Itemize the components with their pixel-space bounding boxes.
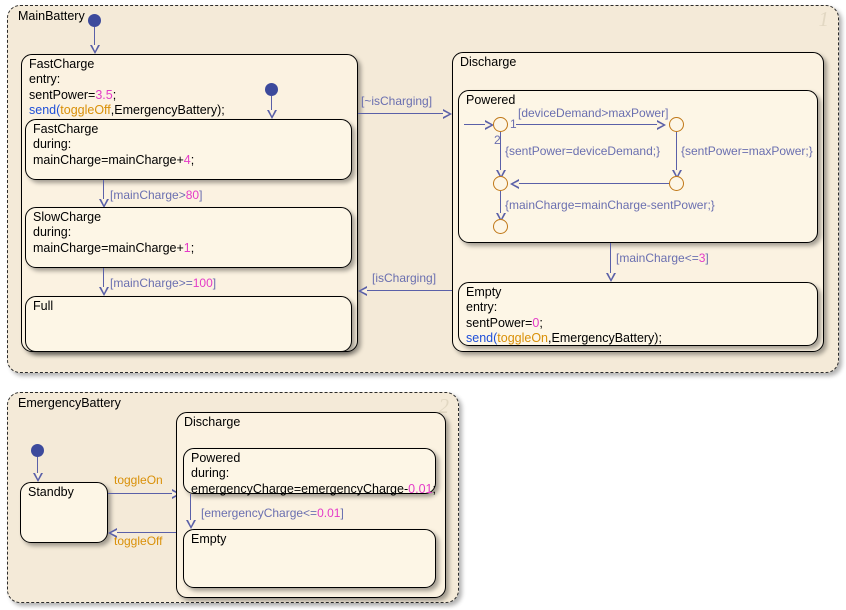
transition-arrow-powered-to-empty-emergency <box>186 520 196 529</box>
state-slowcharge[interactable]: SlowCharge during: mainCharge=mainCharge… <box>25 207 352 268</box>
transition-arrow-slow-to-full <box>99 287 109 296</box>
chart-title-mainbattery: MainBattery <box>18 9 85 23</box>
default-transition-dot-standby <box>31 444 44 457</box>
transition-label-charge-to-discharge: [~isCharging] <box>361 94 433 108</box>
state-label-slowcharge: SlowCharge <box>33 210 102 224</box>
transition-arrow-fast-to-slow <box>99 199 109 208</box>
flow-arrow-j4-to-j3 <box>510 179 519 189</box>
chart-number-mainbattery: 1 <box>818 7 830 31</box>
flow-arrow-j1-to-j2 <box>657 120 666 130</box>
flow-arrow-j3-to-j5 <box>496 213 506 222</box>
junction-order-1: 1 <box>510 117 517 131</box>
transition-label-discharge-to-standby: toggleOff <box>114 534 163 548</box>
transition-arrow-discharge-to-charge <box>358 286 367 296</box>
transition-line-powered-to-empty-emergency <box>190 494 192 520</box>
flow-arrow-entry-to-j1 <box>485 120 494 130</box>
transition-line-standby-to-discharge <box>108 493 174 495</box>
junction-4[interactable] <box>669 176 684 191</box>
transition-arrow-discharge-to-standby <box>108 528 117 538</box>
state-body-powered-emergency: during: emergencyCharge=emergencyCharge-… <box>191 466 436 496</box>
transition-label-slow-to-full: [mainCharge>=100] <box>110 276 217 290</box>
flow-line-j1-to-j2 <box>516 124 659 126</box>
junction-5[interactable] <box>493 219 508 234</box>
state-label-fastcharge-super: FastCharge <box>29 57 95 71</box>
transition-label-fast-to-slow: [mainCharge>80] <box>110 188 203 202</box>
state-fastcharge[interactable]: FastCharge during: mainCharge=mainCharge… <box>25 119 352 180</box>
chart-number-emergencybattery: 2 <box>438 394 450 418</box>
transition-line-fast-to-slow <box>103 180 105 199</box>
state-label-discharge: Discharge <box>460 55 517 69</box>
state-powered-emergency[interactable]: Powered during: emergencyCharge=emergenc… <box>183 448 436 496</box>
default-transition-arrow-standby <box>33 473 43 482</box>
transition-line-slow-to-full <box>103 268 105 287</box>
state-label-fastcharge: FastCharge <box>33 122 99 136</box>
state-body-fastcharge: during: mainCharge=mainCharge+4; <box>33 137 195 167</box>
transition-line-powered-to-empty <box>610 243 612 273</box>
transition-arrow-charge-to-discharge <box>443 109 452 119</box>
state-empty-main[interactable]: Empty entry: sentPower=0; send(toggleOn,… <box>458 282 818 346</box>
junction-1[interactable] <box>493 117 508 132</box>
junction-3[interactable] <box>493 176 508 191</box>
flow-label-j3-to-j5: {mainCharge=mainCharge-sentPower;} <box>505 198 715 212</box>
flow-label-j2-to-j4: {sentPower=maxPower;} <box>681 144 813 158</box>
state-powered[interactable]: Powered <box>458 90 818 243</box>
transition-line-discharge-to-charge <box>366 290 452 292</box>
flow-label-j1-to-j3: {sentPower=deviceDemand;} <box>505 144 661 158</box>
state-standby[interactable]: Standby <box>20 482 108 543</box>
flow-line-j4-to-j3 <box>516 183 669 185</box>
junction-2[interactable] <box>669 117 684 132</box>
state-body-slowcharge: during: mainCharge=mainCharge+1; <box>33 225 195 255</box>
transition-label-discharge-to-charge: [isCharging] <box>372 271 437 285</box>
transition-label-standby-to-discharge: toggleOn <box>114 473 163 487</box>
state-label-full: Full <box>33 299 54 313</box>
transition-line-discharge-to-standby <box>116 532 182 534</box>
transition-line-charge-to-discharge <box>358 113 444 115</box>
flow-line-j3-to-j5 <box>500 191 502 213</box>
flow-arrow-j1-to-j3 <box>496 170 506 179</box>
flow-line-j1-to-j3 <box>500 132 502 170</box>
flow-line-entry-to-j1 <box>464 124 486 126</box>
default-transition-arrow-fastcharge <box>90 45 100 54</box>
default-transition-arrow-inner-fastcharge <box>267 110 277 119</box>
flow-line-j2-to-j4 <box>676 132 678 170</box>
state-label-powered-emergency: Powered <box>191 451 241 465</box>
transition-label-powered-to-empty-emergency: [emergencyCharge<=0.01] <box>201 506 344 520</box>
default-transition-dot-inner-fastcharge <box>265 83 278 96</box>
flow-arrow-j2-to-j4 <box>672 170 682 179</box>
state-label-empty-emergency: Empty <box>191 532 227 546</box>
chart-title-emergencybattery: EmergencyBattery <box>18 396 121 410</box>
default-transition-line-standby <box>37 457 39 473</box>
transition-label-powered-to-empty: [mainCharge<=3] <box>616 251 709 265</box>
state-label-discharge-emergency: Discharge <box>184 415 241 429</box>
state-label-empty-main: Empty <box>466 285 502 299</box>
transition-arrow-powered-to-empty <box>606 273 616 282</box>
junction-order-2: 2 <box>494 133 501 147</box>
default-transition-dot-fastcharge <box>88 14 101 27</box>
state-label-standby: Standby <box>28 485 74 499</box>
default-transition-line-inner-fastcharge <box>271 96 273 110</box>
state-label-powered: Powered <box>466 93 516 107</box>
state-body-fastcharge-super: entry: sentPower=3.5; send(toggleOff,Eme… <box>29 72 225 117</box>
state-full[interactable]: Full <box>25 296 352 352</box>
flow-label-j1-to-j2: [deviceDemand>maxPower] <box>518 106 669 120</box>
default-transition-line-fastcharge <box>94 27 96 45</box>
state-empty-emergency[interactable]: Empty <box>183 529 436 588</box>
state-body-empty-main: entry: sentPower=0; send(toggleOn,Emerge… <box>466 300 662 345</box>
